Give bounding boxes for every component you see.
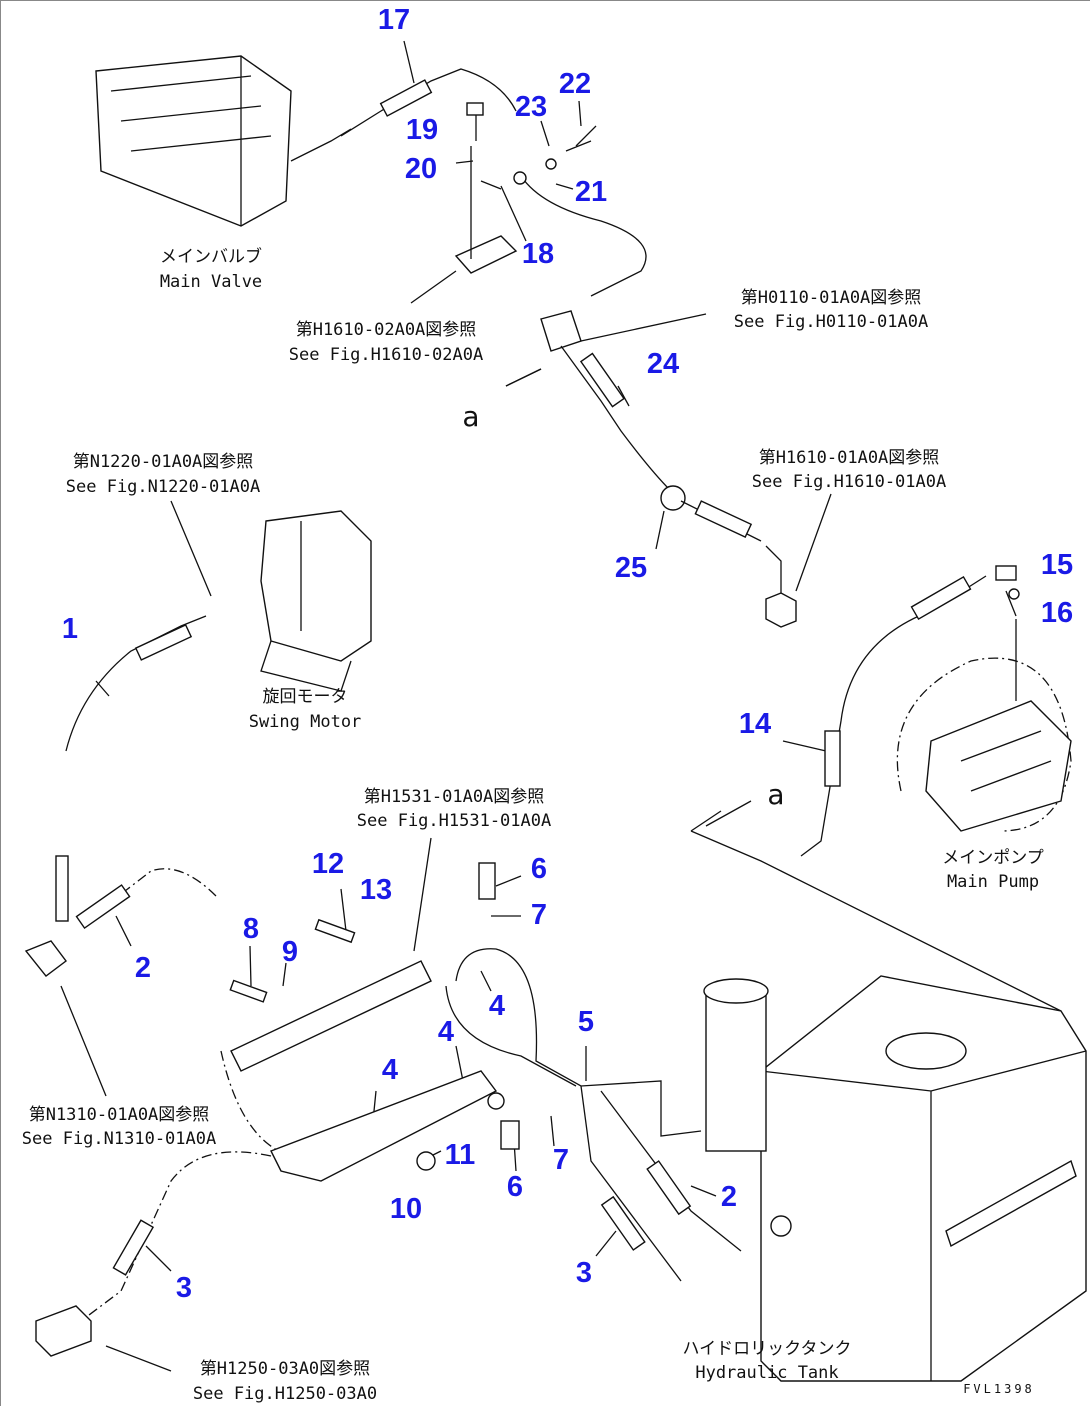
callout-3[interactable]: 3 bbox=[176, 1272, 192, 1304]
drawing-code: FVL1398 bbox=[963, 1382, 1035, 1396]
callout-7[interactable]: 7 bbox=[531, 899, 547, 931]
hydraulic-tank-label-jp: ハイドロリックタンク bbox=[683, 1339, 852, 1359]
callout-8[interactable]: 8 bbox=[243, 913, 259, 945]
ref-h0110-en: See Fig.H0110-01A0A bbox=[734, 312, 928, 332]
swing-motor-label-en: Swing Motor bbox=[249, 712, 362, 732]
callout-17[interactable]: 17 bbox=[378, 4, 410, 36]
callout-3[interactable]: 3 bbox=[576, 1257, 592, 1289]
main-valve-label-jp: メインバルブ bbox=[160, 246, 262, 267]
callout-19[interactable]: 19 bbox=[406, 114, 438, 146]
ref-h1610-01-jp: 第H1610-01A0A図参照 bbox=[759, 448, 940, 468]
callout-5[interactable]: 5 bbox=[578, 1006, 594, 1038]
ref-n1310-jp: 第N1310-01A0A図参照 bbox=[29, 1105, 210, 1125]
ref-h1250-en: See Fig.H1250-03A0 bbox=[193, 1384, 377, 1404]
callout-10[interactable]: 10 bbox=[390, 1193, 422, 1225]
callout-2[interactable]: 2 bbox=[135, 952, 151, 984]
main-valve-drawing bbox=[95, 55, 352, 227]
hydraulic-tank-label-en: Hydraulic Tank bbox=[695, 1363, 838, 1383]
main-pump-label-en: Main Pump bbox=[947, 872, 1039, 892]
callout-6[interactable]: 6 bbox=[531, 853, 547, 885]
callout-12[interactable]: 12 bbox=[312, 848, 344, 880]
callout-4[interactable]: 4 bbox=[438, 1016, 454, 1048]
ref-h1531-en: See Fig.H1531-01A0A bbox=[357, 811, 551, 831]
callout-20[interactable]: 20 bbox=[405, 153, 437, 185]
callout-6[interactable]: 6 bbox=[507, 1171, 523, 1203]
connector-a: a bbox=[767, 778, 784, 811]
callout-22[interactable]: 22 bbox=[559, 68, 591, 100]
callout-21[interactable]: 21 bbox=[575, 176, 607, 208]
callout-13[interactable]: 13 bbox=[360, 874, 392, 906]
callout-18[interactable]: 18 bbox=[522, 238, 554, 270]
main-pump-drawing bbox=[896, 657, 1072, 832]
callout-9[interactable]: 9 bbox=[282, 936, 298, 968]
ref-n1310-en: See Fig.N1310-01A0A bbox=[22, 1129, 216, 1149]
callout-4[interactable]: 4 bbox=[489, 990, 505, 1022]
callout-4[interactable]: 4 bbox=[382, 1054, 398, 1086]
swing-motor-drawing bbox=[260, 510, 372, 692]
callout-25[interactable]: 25 bbox=[615, 552, 647, 584]
callout-11[interactable]: 11 bbox=[445, 1139, 476, 1171]
callout-24[interactable]: 24 bbox=[647, 348, 679, 380]
callout-14[interactable]: 14 bbox=[739, 708, 771, 740]
callout-15[interactable]: 15 bbox=[1041, 549, 1073, 581]
callout-7[interactable]: 7 bbox=[553, 1144, 569, 1176]
callout-16[interactable]: 16 bbox=[1041, 597, 1073, 629]
main-pump-label-jp: メインポンプ bbox=[942, 848, 1044, 868]
hydraulic-tank-drawing bbox=[703, 975, 1087, 1382]
connector-a: a bbox=[462, 400, 479, 433]
main-valve-label-en: Main Valve bbox=[160, 272, 262, 292]
ref-h1250-jp: 第H1250-03A0図参照 bbox=[200, 1359, 370, 1379]
swing-motor-label-jp: 旋回モータ bbox=[263, 687, 348, 707]
callout-2[interactable]: 2 bbox=[721, 1181, 737, 1213]
ref-n1220-en: See Fig.N1220-01A0A bbox=[66, 477, 260, 497]
callout-23[interactable]: 23 bbox=[515, 91, 547, 123]
ref-h1610-01-en: See Fig.H1610-01A0A bbox=[752, 472, 946, 492]
ref-h1531-jp: 第H1531-01A0A図参照 bbox=[364, 787, 545, 807]
ref-h1610-02-en: See Fig.H1610-02A0A bbox=[289, 345, 483, 365]
ref-h1610-02-jp: 第H1610-02A0A図参照 bbox=[296, 320, 477, 340]
ref-n1220-jp: 第N1220-01A0A図参照 bbox=[73, 452, 254, 472]
callout-1[interactable]: 1 bbox=[62, 613, 78, 645]
ref-h0110-jp: 第H0110-01A0A図参照 bbox=[741, 288, 922, 308]
